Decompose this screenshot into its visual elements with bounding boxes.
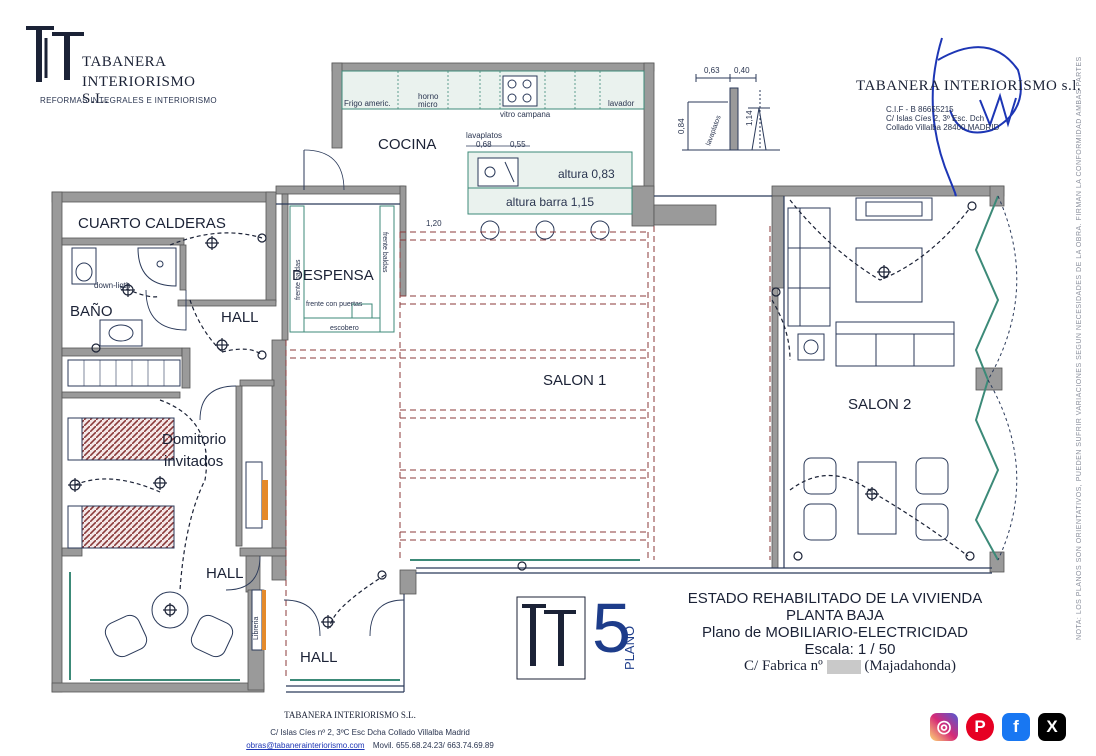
- title-scale: Escala: 1 / 50: [804, 641, 896, 658]
- label-frente-baldas-left: frente baldas: [295, 259, 302, 300]
- stamp-address: C/ Islas Cíes 2, 3º Esc. Dch: [886, 114, 985, 123]
- facebook-icon[interactable]: f: [1002, 713, 1030, 741]
- plan-word: PLANO: [622, 625, 637, 670]
- side-note: NOTA: LOS PLANOS SON ORIENTATIVOS, PUEDE…: [1076, 56, 1083, 640]
- kitchen: [303, 70, 645, 240]
- salon1-ceiling-grid: [285, 226, 771, 680]
- label-altura: altura 0,83: [558, 167, 615, 181]
- room-label-hall-top: HALL: [221, 309, 259, 326]
- light-points: [68, 201, 977, 629]
- label-dim-120: 1,20: [426, 219, 442, 228]
- instagram-icon[interactable]: ◎: [930, 713, 958, 741]
- pinterest-glyph: P: [974, 717, 986, 736]
- label-frigo: Frigo americ.: [344, 99, 391, 108]
- address-prefix: C/ Fabrica nº: [744, 658, 823, 674]
- x-glyph: X: [1046, 717, 1058, 736]
- label-down-light: down-ligth: [94, 281, 130, 290]
- room-label-salon1: SALON 1: [543, 372, 606, 389]
- footer-email-link[interactable]: obras@tabanerainteriorismo.com: [246, 741, 365, 750]
- salon2-windows: [69, 195, 1018, 681]
- salon2-furniture: [787, 197, 955, 541]
- walls: [51, 62, 1005, 693]
- instagram-glyph: ◎: [936, 717, 952, 736]
- label-dim-068: 0,68: [476, 140, 492, 149]
- stamp-cif: C.I.F - B 86655215: [886, 105, 954, 114]
- stamp-city: Collado Villalba 28400 MADRID: [886, 123, 1000, 132]
- label-frente-baldas-right: frente baldas: [381, 232, 388, 273]
- room-label-dormitorio-1: Domitorio: [162, 431, 226, 448]
- electrical-circuits: [74, 199, 971, 629]
- pinterest-icon[interactable]: P: [966, 713, 994, 741]
- room-label-cuarto-calderas: CUARTO CALDERAS: [78, 215, 226, 232]
- label-horno: horno: [418, 92, 439, 101]
- logo-name-line2: INTERIORISMO S.L.: [82, 74, 196, 107]
- title-line2: PLANTA BAJA: [785, 607, 885, 624]
- label-dim-040: 0,40: [734, 66, 750, 75]
- wall-lines: [276, 195, 992, 693]
- section-detail: [682, 74, 780, 151]
- despensa-shelves: [289, 205, 395, 333]
- address-suffix: (Majadahonda): [864, 658, 956, 674]
- label-escobero: escobero: [330, 325, 359, 332]
- footer-phones: Movil. 655.68.24.23/ 663.74.69.89: [372, 741, 494, 750]
- footer-address: C/ Islas Cíes nº 2, 3ºC Esc Dcha Collado…: [270, 728, 470, 737]
- bedroom: [67, 359, 268, 651]
- logo-mark-icon: [26, 26, 84, 82]
- signature: [931, 37, 1022, 197]
- room-label-hall-mid: HALL: [206, 565, 244, 582]
- facebook-glyph: f: [1013, 717, 1019, 736]
- label-vitro: vitro campana: [500, 110, 551, 119]
- label-dim-114: 1,14: [745, 110, 754, 126]
- company-stamp: TABANERA INTERIORISMO s.l. C.I.F - B 866…: [856, 78, 1082, 148]
- title-block: ESTADO REHABILITADO DE LA VIVIENDA PLANT…: [650, 590, 1020, 675]
- label-micro: micro: [418, 100, 438, 109]
- room-label-hall-bottom: HALL: [300, 649, 338, 666]
- title-line3: Plano de MOBILIARIO-ELECTRICIDAD: [702, 624, 968, 641]
- footer: TABANERA INTERIORISMO S.L. C/ Islas Cíes…: [220, 710, 520, 750]
- x-icon[interactable]: X: [1038, 713, 1066, 741]
- company-logo: TABANERA INTERIORISMO S.L. REFORMAS INTE…: [22, 18, 217, 110]
- footer-company: TABANERA INTERIORISMO S.L.: [284, 710, 416, 720]
- doors: [145, 289, 405, 637]
- room-label-despensa: DESPENSA: [292, 267, 374, 284]
- label-lavaplatos: lavaplatos: [466, 131, 502, 140]
- label-frente-puertas: frente con puertas: [306, 301, 363, 308]
- stamp-company-name: TABANERA INTERIORISMO s.l.: [856, 78, 1082, 94]
- label-lavaplatos-section: lavaplatos: [705, 114, 723, 146]
- room-label-bano: BAÑO: [70, 303, 113, 320]
- label-altura-barra: altura barra 1,15: [506, 195, 594, 209]
- room-label-dormitorio-2: invitados: [164, 453, 223, 470]
- address-redaction: [826, 659, 861, 674]
- label-dim-084: 0,84: [677, 118, 686, 134]
- title-line1: ESTADO REHABILITADO DE LA VIVIENDA: [687, 590, 983, 607]
- logo-tagline: REFORMAS INTEGRALES E INTERIORISMO: [40, 96, 217, 105]
- label-dim-063: 0,63: [704, 66, 720, 75]
- plan-number-box: 5 PLANO: [516, 589, 648, 682]
- plan-number: 5: [592, 589, 631, 667]
- label-dim-055: 0,55: [510, 140, 526, 149]
- plan-logo-icon: [516, 596, 586, 680]
- bathroom-fixtures: [71, 247, 177, 347]
- room-label-cocina: COCINA: [378, 136, 436, 153]
- logo-name-line1: TABANERA: [82, 54, 167, 70]
- label-lavador: lavador: [608, 99, 635, 108]
- room-label-salon2: SALON 2: [848, 396, 911, 413]
- label-libreria: Libreria: [253, 617, 260, 640]
- lounge-chairs: [104, 591, 234, 658]
- title-address: C/ Fabrica nº (Majadahonda): [680, 658, 1020, 675]
